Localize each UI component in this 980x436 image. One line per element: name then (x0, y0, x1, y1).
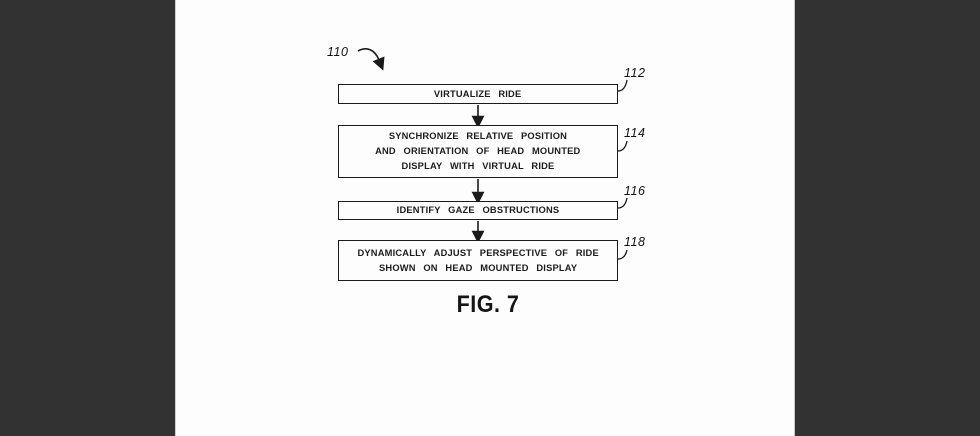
ref-hook-118 (617, 249, 628, 260)
flow-step-text: DYNAMICALLY ADJUST PERSPECTIVE OF RIDE (357, 247, 599, 259)
ref-hook-114 (617, 140, 628, 152)
ref-hook-112 (617, 79, 628, 92)
viewer-margin-right (795, 0, 980, 436)
flow-step-identify-gaze-obstructions: IDENTIFY GAZE OBSTRUCTIONS (338, 201, 618, 220)
flow-step-text: VIRTUALIZE RIDE (434, 88, 522, 100)
flow-step-text: DISPLAY WITH VIRTUAL RIDE (401, 161, 555, 172)
flow-step-text: AND ORIENTATION OF HEAD MOUNTED (375, 146, 581, 157)
flow-step-virtualize-ride: VIRTUALIZE RIDE (338, 84, 618, 104)
flow-step-adjust-perspective: DYNAMICALLY ADJUST PERSPECTIVE OF RIDE S… (338, 240, 618, 281)
figure-ref-label: 110 (327, 45, 349, 59)
ref-label-114: 114 (624, 126, 646, 140)
ref-label-112: 112 (624, 66, 646, 80)
ref-label-118: 118 (624, 235, 646, 249)
viewer-margin-left (0, 0, 175, 436)
figure-caption: FIG. 7 (456, 291, 520, 318)
ref-hook-116 (617, 197, 628, 209)
flow-step-text: IDENTIFY GAZE OBSTRUCTIONS (396, 205, 560, 216)
ref-label-116: 116 (624, 184, 646, 198)
patent-page: 110 VIRTUALIZE RIDE 112 SYNCHRONIZE RELA… (175, 0, 795, 436)
figure-ref-leader-arrow (357, 48, 385, 71)
flow-step-synchronize-hmd: SYNCHRONIZE RELATIVE POSITION AND ORIENT… (338, 125, 618, 178)
flow-step-text: SYNCHRONIZE RELATIVE POSITION (388, 131, 568, 142)
flow-step-text: SHOWN ON HEAD MOUNTED DISPLAY (378, 262, 578, 274)
